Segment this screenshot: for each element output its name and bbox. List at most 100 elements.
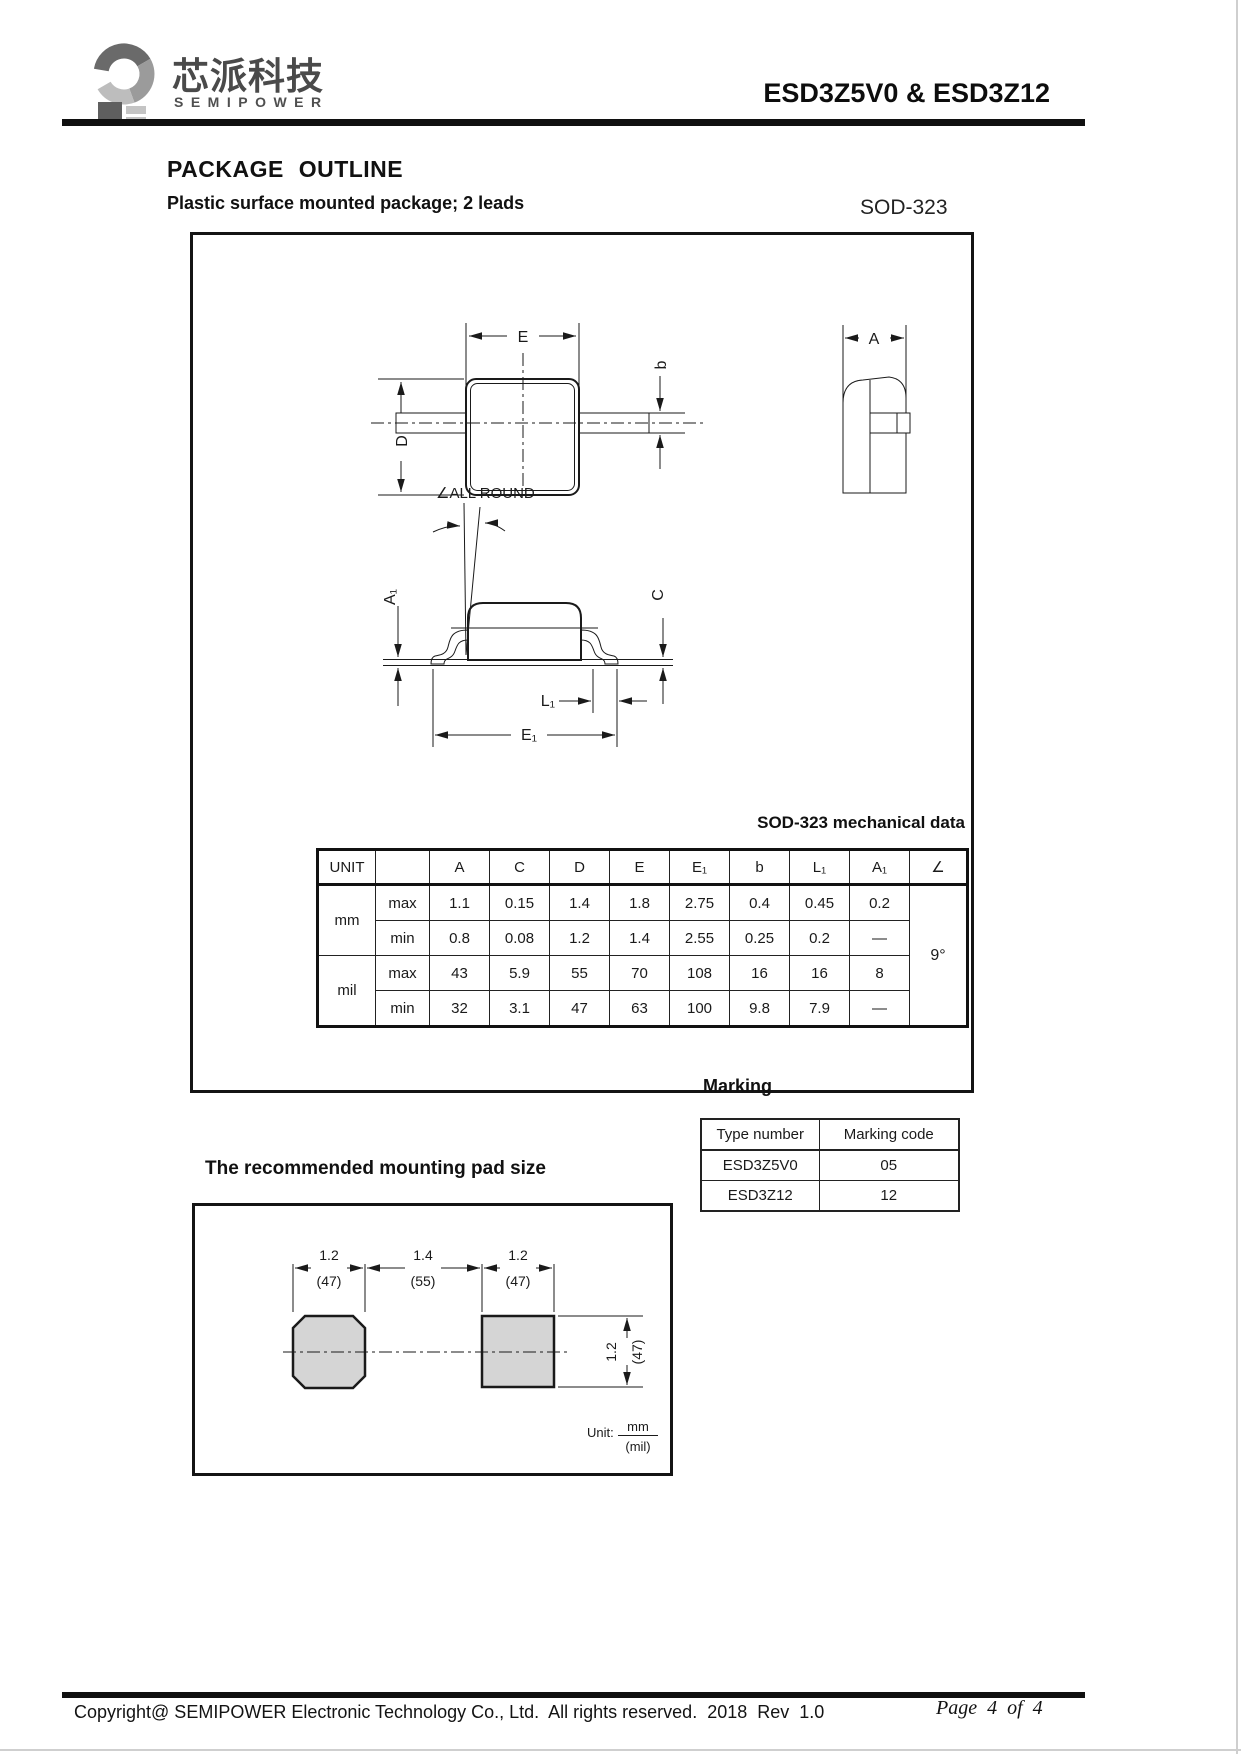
mech-cell: 100 [669,990,730,1027]
col-A: A [429,849,490,886]
section-title: PACKAGE OUTLINE [167,156,404,182]
col-b: b [729,849,790,886]
angle-value: 9° [909,884,968,1027]
mech-cell: 0.45 [789,884,850,921]
unit-mm: mm [317,884,376,956]
table-row: min 0.8 0.08 1.2 1.4 2.55 0.25 0.2 — [318,920,968,956]
mech-cell: 2.75 [669,884,730,921]
marking-code-cell: 05 [818,1149,960,1181]
mounting-pad-drawing: 1.2 (47) 1.4 (55) 1.2 (47) 1.2 (47) Unit… [283,1247,658,1454]
dim-D-label: D [394,435,411,447]
table-header-row: Type number Marking code [700,1118,960,1151]
col-unit: UNIT [317,849,376,886]
mech-cell: 63 [609,990,670,1027]
col-D: D [549,849,610,886]
mech-cell: 47 [549,990,610,1027]
mechanical-data-table: UNIT A C D E E₁ b L₁ A₁ ∠ mm max 1.1 0.1… [316,848,969,1028]
side-view: A [842,325,911,494]
mech-cell: 1.8 [609,884,670,921]
mech-cell: 108 [669,955,730,991]
dim-A-label: A [869,331,880,348]
unit-mil: mil [317,955,376,1027]
type-number-cell: ESD3Z12 [700,1180,820,1212]
mech-cell: 1.4 [549,884,610,921]
mech-cell: 8 [849,955,910,991]
page-edge [0,1749,1241,1751]
footer-copyright: Copyright@ SEMIPOWER Electronic Technolo… [74,1702,825,1722]
pad-dim-h3-mil: (47) [506,1273,531,1289]
pad-dim-h2-mil: (55) [411,1273,436,1289]
section-subtitle: Plastic surface mounted package; 2 leads [167,193,525,213]
limit-cell: max [375,884,430,921]
footer-page-number: Page 4 of 4 [936,1697,1043,1719]
mounting-pad-box: 1.2 (47) 1.4 (55) 1.2 (47) 1.2 (47) Unit… [192,1203,673,1476]
limit-cell: max [375,955,430,991]
document-title: ESD3Z5V0 & ESD3Z12 [763,78,1050,108]
col-marking-code: Marking code [818,1118,960,1151]
pad-section-title: The recommended mounting pad size [205,1158,546,1179]
pad-dim-h2: 1.4 [413,1247,433,1263]
mech-cell: 5.9 [489,955,550,991]
table-row: ESD3Z12 12 [700,1180,960,1212]
col-angle: ∠ [909,849,968,886]
package-name-label: SOD-323 [860,196,948,219]
mech-cell: 32 [429,990,490,1027]
semipower-logo-icon [93,43,155,126]
mech-cell: 0.08 [489,920,550,956]
pad-dim-v-mil: (47) [629,1340,645,1365]
mech-cell: — [849,920,910,956]
unit-mm: mm [627,1419,649,1434]
front-view: ∠ALL ROUND A₁ C L₁ E₁ [382,485,673,747]
table-header-row: UNIT A C D E E₁ b L₁ A₁ ∠ [317,849,968,886]
dim-E-label: E [518,329,529,346]
footer-rule [62,1692,1085,1698]
mech-table-caption: SOD-323 mechanical data [757,813,965,832]
mech-cell: 1.4 [609,920,670,956]
col-type-number: Type number [700,1118,820,1151]
col-L1: L₁ [789,849,850,886]
top-view: E D b [371,323,705,496]
marking-code-cell: 12 [818,1180,960,1212]
pad-left [291,1314,367,1390]
col-limit [375,849,430,886]
unit-label: Unit: [587,1425,614,1440]
limit-cell: min [375,990,430,1027]
mech-cell: 0.2 [849,884,910,921]
mech-cell: 70 [609,955,670,991]
col-A1: A₁ [849,849,910,886]
package-drawing: E D b [371,323,911,747]
dim-L1-label: L₁ [541,693,555,710]
mech-cell: 9.8 [729,990,790,1027]
dim-b-label: b [653,360,670,369]
page-edge [1236,0,1238,1754]
mech-cell: 43 [429,955,490,991]
pad-dim-v: 1.2 [603,1342,619,1362]
mech-cell: 1.2 [549,920,610,956]
mech-cell: 16 [789,955,850,991]
unit-mil: (mil) [625,1439,650,1454]
mech-cell: 0.25 [729,920,790,956]
package-outline-box: E D b [190,232,974,1093]
dim-C-label: C [650,589,667,601]
logo-chinese-text: 芯派科技 [172,56,324,97]
mech-cell: 16 [729,955,790,991]
mech-cell: 1.1 [429,884,490,921]
table-row: mm max 1.1 0.15 1.4 1.8 2.75 0.4 0.45 0.… [317,884,968,1027]
all-round-label: ∠ALL ROUND [436,485,535,502]
mech-cell: 7.9 [789,990,850,1027]
header-rule [62,119,1085,126]
dim-E1-label: E₁ [521,727,537,744]
mech-cell: 0.4 [729,884,790,921]
mech-cell: 0.15 [489,884,550,921]
logo-english-text: SEMIPOWER [174,94,329,110]
mech-cell: 3.1 [489,990,550,1027]
mech-cell: 0.8 [429,920,490,956]
pad-dim-h3: 1.2 [508,1247,528,1263]
pad-dim-h1-mil: (47) [317,1273,342,1289]
type-number-cell: ESD3Z5V0 [700,1149,820,1181]
pad-dim-h1: 1.2 [319,1247,339,1263]
col-E1: E₁ [669,849,730,886]
table-row: ESD3Z5V0 05 [700,1149,960,1181]
dim-A1-label: A₁ [382,589,399,605]
